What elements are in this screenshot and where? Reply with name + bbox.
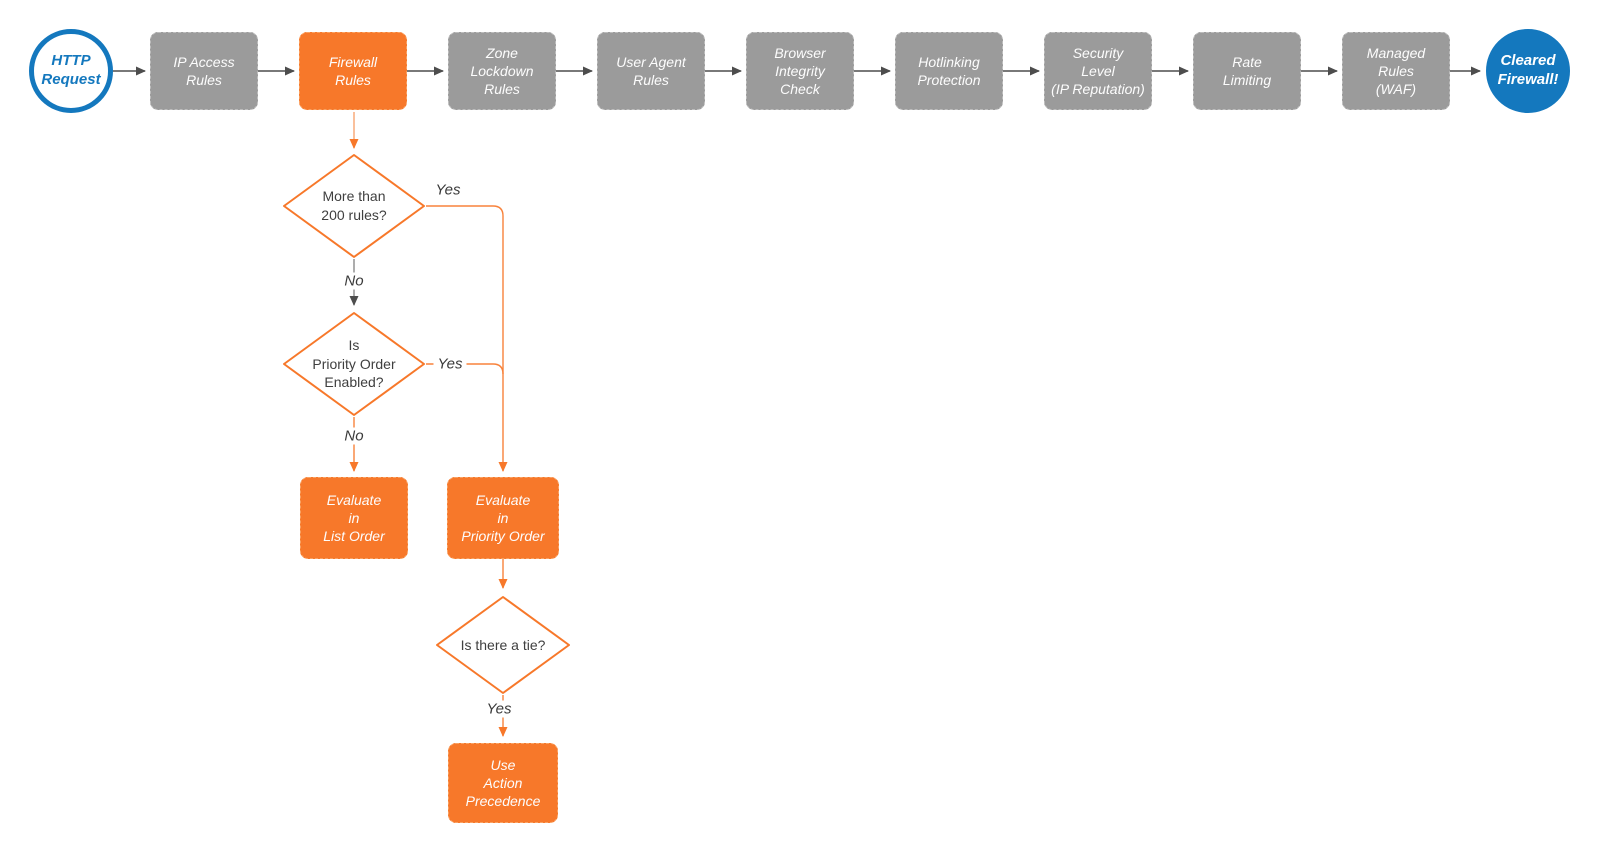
edge-label-no-priority: No <box>340 427 368 445</box>
node-hotlinking-protection: Hotlinking Protection <box>895 32 1003 110</box>
node-label: HTTP Request <box>41 52 101 88</box>
node-label: Use Action Precedence <box>465 756 541 810</box>
node-label: Rate Limiting <box>1222 53 1272 88</box>
node-label: Hotlinking Protection <box>917 53 981 88</box>
diamond-shape <box>283 154 425 258</box>
node-label: Evaluate in Priority Order <box>461 491 545 545</box>
node-label: Zone Lockdown Rules <box>470 44 534 98</box>
node-label: Firewall Rules <box>328 53 378 88</box>
node-ip-access-rules: IP Access Rules <box>150 32 258 110</box>
decision-label: Is there a tie? <box>460 636 546 653</box>
node-rate-limiting: Rate Limiting <box>1193 32 1301 110</box>
edge-label-no-more-rules: No <box>340 272 368 290</box>
node-label: Evaluate in List Order <box>323 491 385 545</box>
node-firewall-rules: Firewall Rules <box>299 32 407 110</box>
edge-label-yes-priority: Yes <box>433 355 467 373</box>
node-label: Browser Integrity Check <box>774 44 826 98</box>
node-label: Security Level (IP Reputation) <box>1051 44 1145 98</box>
node-label: Managed Rules (WAF) <box>1366 44 1426 98</box>
node-label: IP Access Rules <box>173 53 235 88</box>
node-evaluate-in-priority-order: Evaluate in Priority Order <box>447 477 559 559</box>
node-evaluate-in-list-order: Evaluate in List Order <box>300 477 408 559</box>
decision-label: More than 200 rules? <box>321 188 387 223</box>
decision-label: Is Priority Order Enabled? <box>312 336 396 391</box>
node-label: Cleared Firewall! <box>1497 52 1559 88</box>
node-security-level: Security Level (IP Reputation) <box>1044 32 1152 110</box>
decision-more-than-200-rules: More than 200 rules? <box>282 153 426 259</box>
decision-is-there-a-tie: Is there a tie? <box>435 595 571 695</box>
diamond-shape <box>436 596 570 694</box>
decision-priority-order-enabled: Is Priority Order Enabled? <box>282 311 426 417</box>
node-browser-integrity-check: Browser Integrity Check <box>746 32 854 110</box>
node-cleared-firewall: Cleared Firewall! <box>1486 29 1570 113</box>
node-http-request: HTTP Request <box>29 29 113 113</box>
edge-label-yes-more-rules: Yes <box>431 181 465 199</box>
node-user-agent-rules: User Agent Rules <box>597 32 705 110</box>
node-managed-rules-waf: Managed Rules (WAF) <box>1342 32 1450 110</box>
node-label: User Agent Rules <box>616 53 686 88</box>
edge-label-yes-tie: Yes <box>482 700 516 718</box>
diamond-shape <box>283 312 425 416</box>
node-use-action-precedence: Use Action Precedence <box>448 743 558 823</box>
node-zone-lockdown-rules: Zone Lockdown Rules <box>448 32 556 110</box>
